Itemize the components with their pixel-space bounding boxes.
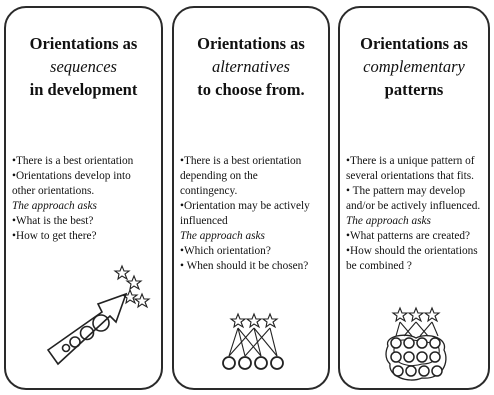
panel-alternatives: Orientations as alternatives to choose f…	[172, 6, 330, 390]
circle-cluster-with-stars-icon	[385, 306, 447, 381]
panel-complementary: Orientations as complementary patterns •…	[338, 6, 490, 390]
panel-title: Orientations as alternatives to choose f…	[197, 34, 305, 99]
arrow-with-circles-and-stars-icon	[46, 264, 151, 366]
panel-body: •There is a best orientation •Orientatio…	[12, 155, 134, 242]
circles-to-stars-network-icon	[222, 312, 284, 370]
panel-title: Orientations as sequences in development	[29, 34, 138, 99]
panel-body: •There is a best orientation depending o…	[180, 155, 310, 272]
panel-sequences: Orientations as sequences in development…	[4, 6, 163, 390]
panel-title: Orientations as complementary patterns	[360, 34, 468, 99]
panel-body: •There is a unique pattern of several or…	[346, 155, 481, 272]
